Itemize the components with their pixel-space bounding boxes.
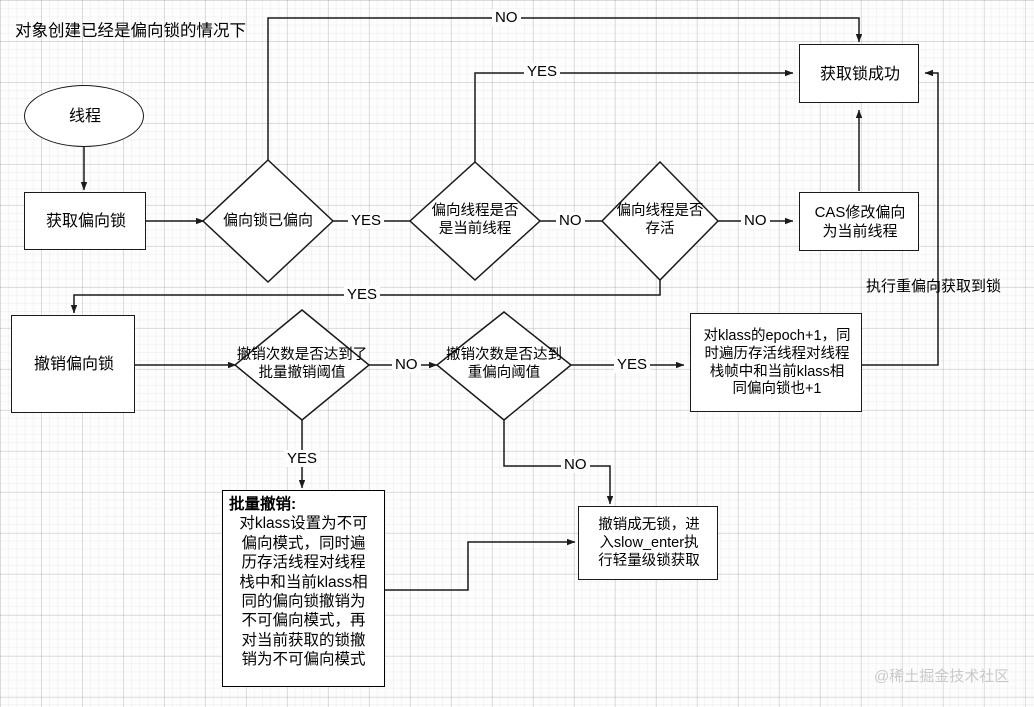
edge-label-bulk-no: NO	[392, 356, 421, 373]
diamond-is-current-thread	[408, 160, 542, 282]
annotation-side-note: 执行重偏向获取到锁	[866, 278, 1002, 295]
edge-label-iscurrent-yes: YES	[524, 63, 561, 80]
edge-rebias-no	[503, 418, 614, 505]
node-slow-enter[interactable]: 撤销成无锁，进 入slow_enter执 行轻量级锁获取	[578, 506, 718, 580]
edge-isbiased-no	[267, 17, 863, 176]
node-bulk-revoke-detail[interactable]: 批量撤销: 对klass设置为不可 偏向模式，同时遍 历存活线程对线程 栈中和当…	[222, 490, 385, 687]
edge-label-iscurrent-no: NO	[556, 212, 585, 229]
node-epoch-plus-one-label: 对klass的epoch+1，同 时遍历存活线程对线程 栈帧中和当前klass相…	[703, 328, 851, 398]
annotation-title-note: 对象创建已经是偏向锁的情况下	[15, 22, 246, 40]
edge-epoch-to-success	[862, 69, 939, 366]
node-acquire-biased-lock-label: 获取偏向锁	[45, 213, 126, 231]
node-slow-enter-label: 撤销成无锁，进 入slow_enter执 行轻量级锁获取	[598, 517, 700, 569]
node-acquire-biased-lock[interactable]: 获取偏向锁	[24, 192, 146, 250]
node-revoke-biased-lock-label: 撤销偏向锁	[33, 356, 114, 374]
node-lock-success-label: 获取锁成功	[819, 65, 900, 83]
edge-label-isbiased-yes: YES	[348, 212, 385, 229]
edge-label-bulk-yes: YES	[284, 450, 321, 467]
diamond-is-biased	[201, 158, 335, 284]
edge-label-alive-yes: YES	[344, 286, 381, 303]
node-thread[interactable]: 线程	[24, 85, 144, 147]
edge-iscurrent-yes	[474, 69, 794, 176]
node-epoch-plus-one[interactable]: 对klass的epoch+1，同 时遍历存活线程对线程 栈帧中和当前klass相…	[690, 313, 862, 412]
edge-label-isbiased-no: NO	[492, 9, 521, 26]
node-cas-modify[interactable]: CAS修改偏向 为当前线程	[799, 192, 919, 251]
node-lock-success[interactable]: 获取锁成功	[799, 44, 919, 103]
diamond-bulk-threshold	[233, 309, 371, 421]
diamond-thread-alive	[600, 160, 720, 282]
node-bulk-revoke-title: 批量撤销:	[229, 496, 297, 513]
edge-label-rebias-no: NO	[561, 456, 590, 473]
node-bulk-revoke-body: 对klass设置为不可 偏向模式，同时遍 历存活线程对线程 栈中和当前klass…	[239, 515, 368, 668]
node-cas-modify-label: CAS修改偏向 为当前线程	[814, 204, 906, 240]
edge-label-alive-no: NO	[741, 212, 770, 229]
diamond-rebias-threshold	[435, 311, 573, 421]
watermark: @稀土掘金技术社区	[874, 668, 1010, 685]
edge-batch-to-slowenter	[385, 538, 576, 591]
node-revoke-biased-lock[interactable]: 撤销偏向锁	[11, 315, 135, 413]
edge-label-rebias-yes: YES	[614, 356, 651, 373]
